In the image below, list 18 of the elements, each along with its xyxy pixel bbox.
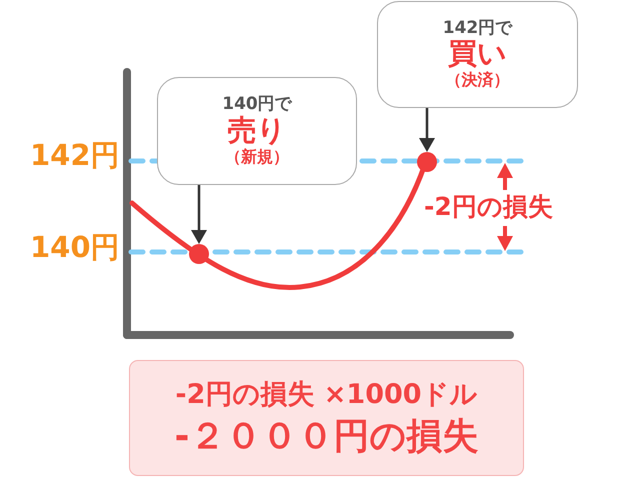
note-text: （決済） <box>446 70 510 92</box>
arrow <box>419 108 435 152</box>
note-text: （新規） <box>225 146 289 168</box>
loss-label: -2円の損失 <box>424 191 553 223</box>
action-text: 売り <box>228 114 286 147</box>
price-tick-label: 140円 <box>30 229 120 266</box>
callout-box <box>157 77 357 185</box>
callout-box <box>377 1 578 108</box>
marker-dot-icon <box>189 244 209 264</box>
marker-dot-icon <box>417 152 437 172</box>
price-tick-label: 142円 <box>30 137 120 174</box>
arrow <box>191 185 207 244</box>
price-text: 142円で <box>442 18 512 38</box>
result-text: -２０００円の損失 <box>174 414 478 459</box>
action-text: 買い <box>448 38 507 70</box>
result-panel <box>129 360 524 476</box>
price-text: 140円で <box>222 94 292 115</box>
calculation-text: -2円の損失 ×1000ドル <box>175 378 478 412</box>
